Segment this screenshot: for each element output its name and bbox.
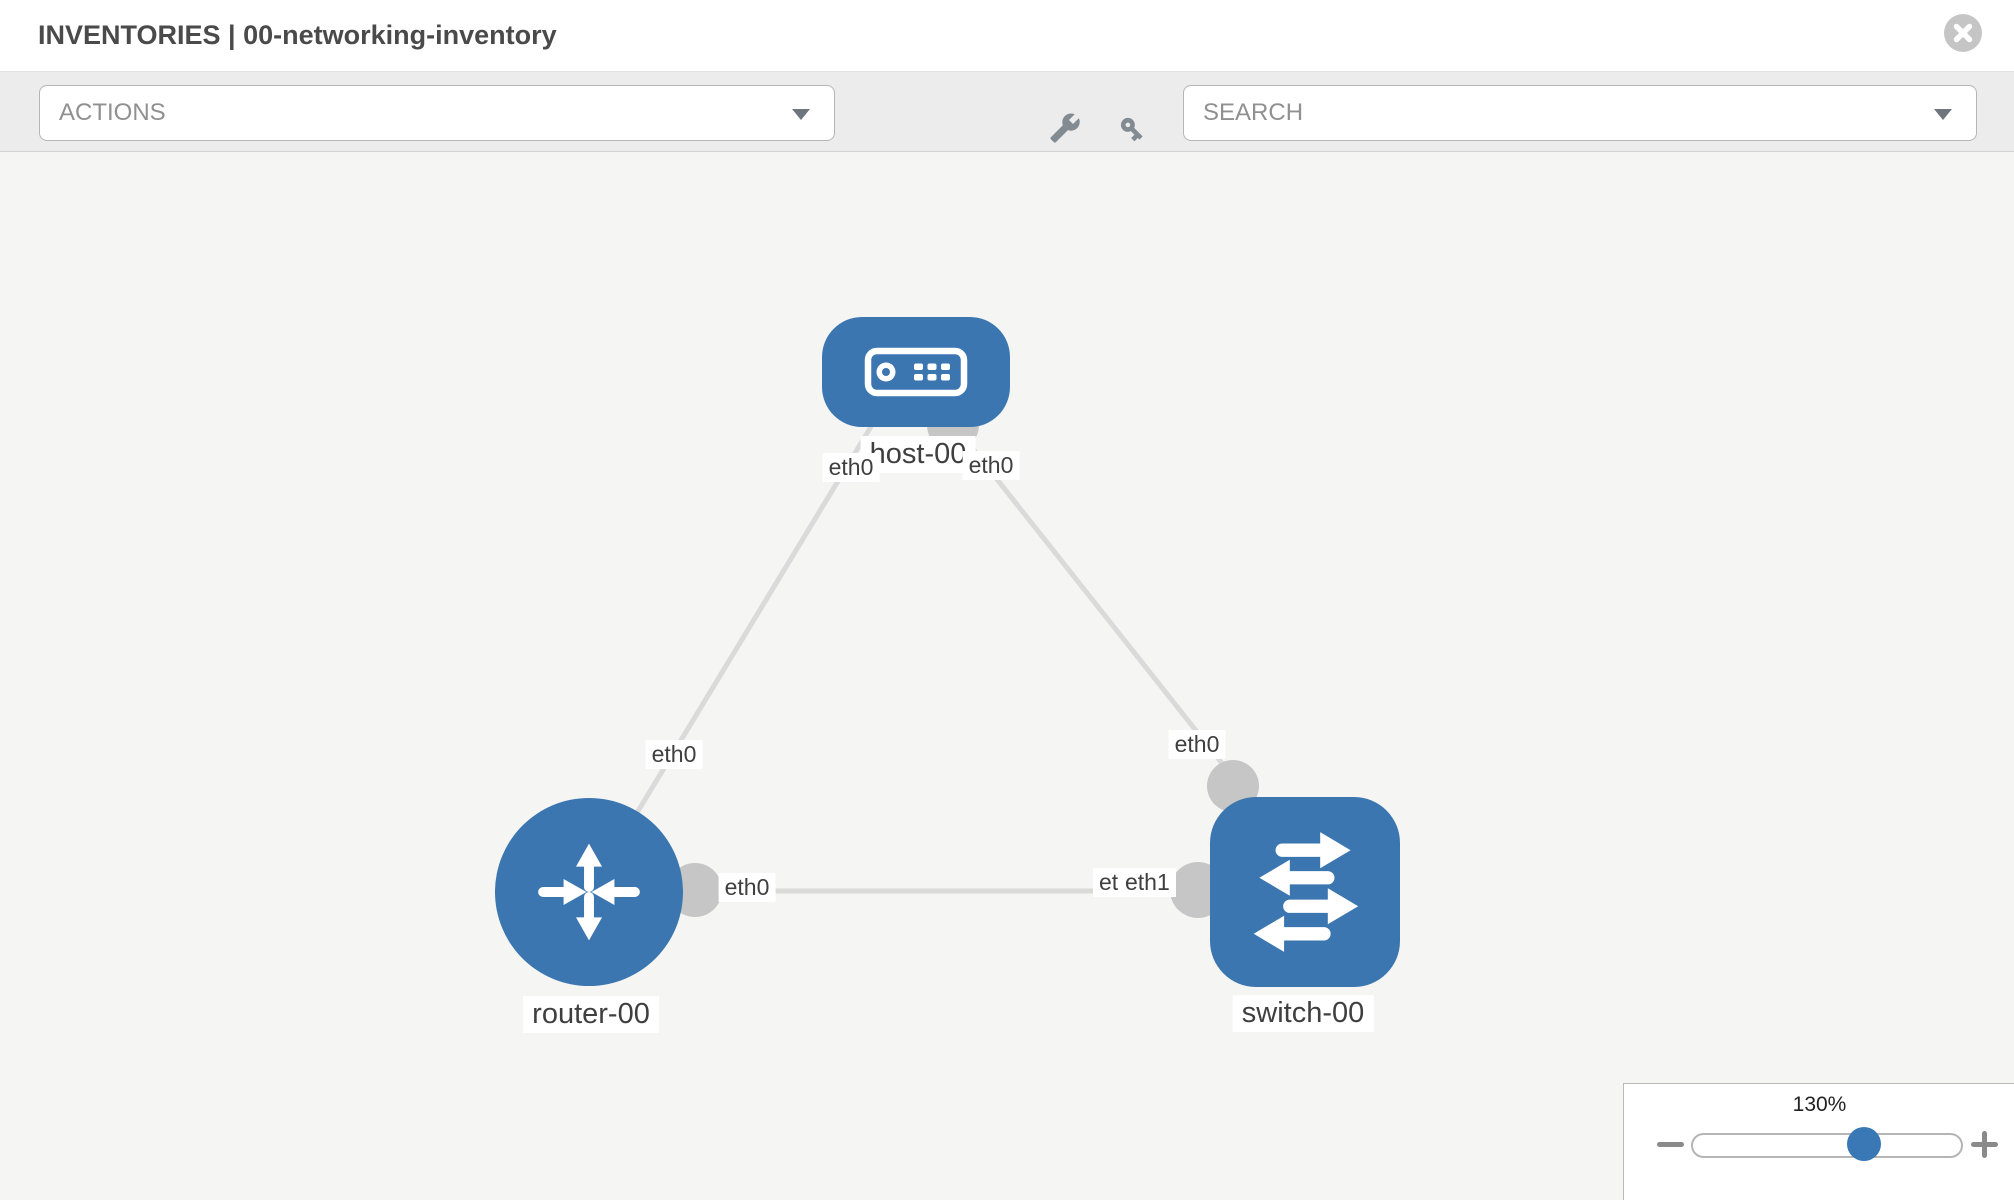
node-router-00[interactable] (495, 798, 683, 986)
header: INVENTORIES | 00-networking-inventory (0, 0, 2014, 72)
search-placeholder: SEARCH (1203, 99, 1304, 126)
router-icon (538, 843, 640, 941)
actions-dropdown-label: ACTIONS (59, 99, 166, 126)
page-title: INVENTORIES | 00-networking-inventory (38, 20, 557, 50)
zoom-slider-knob[interactable] (1847, 1127, 1881, 1161)
links-layer (586, 399, 1272, 918)
zoom-level: 130% (1792, 1093, 1847, 1116)
interface-label-link-eth0-left: eth0 (645, 740, 703, 769)
toolbar: ACTIONS SEARCH (0, 72, 2014, 152)
interface-label-link-eth0-right: eth0 (1168, 730, 1226, 759)
credentials-button[interactable] (1115, 112, 1151, 148)
interface-label-router-eth0: eth0 (718, 873, 776, 902)
key-icon (1120, 117, 1143, 142)
node-label-router: router-00 (523, 996, 659, 1033)
node-label-switch: switch-00 (1232, 995, 1374, 1032)
zoom-panel: 130% (1623, 1083, 2014, 1200)
node-switch-00[interactable] (1210, 797, 1400, 987)
zoom-out-button[interactable] (1657, 1142, 1684, 1147)
chevron-down-icon (792, 109, 810, 120)
close-button[interactable] (1944, 14, 1982, 52)
close-icon (1944, 14, 1982, 52)
chevron-down-icon (1934, 109, 1952, 120)
interface-label-host-eth0-right: eth0 (962, 451, 1020, 480)
switch-icon (1253, 832, 1359, 952)
zoom-in-button[interactable] (1971, 1131, 1998, 1158)
host-icon (864, 347, 968, 397)
interface-label-switch-eth1: eth1 (1119, 868, 1176, 897)
wrench-icon (1050, 113, 1080, 143)
zoom-slider-track[interactable] (1691, 1133, 1963, 1158)
node-host-00[interactable] (822, 317, 1010, 427)
interface-label-host-eth0-left: eth0 (822, 453, 880, 482)
topology-canvas[interactable]: host-00 eth0 eth0 eth0 eth0 router-00 et… (0, 152, 2014, 1200)
node-label-host: host-00 (860, 436, 976, 473)
search-dropdown[interactable]: SEARCH (1183, 85, 1977, 141)
actions-dropdown[interactable]: ACTIONS (39, 85, 835, 141)
configure-button[interactable] (1049, 112, 1085, 148)
